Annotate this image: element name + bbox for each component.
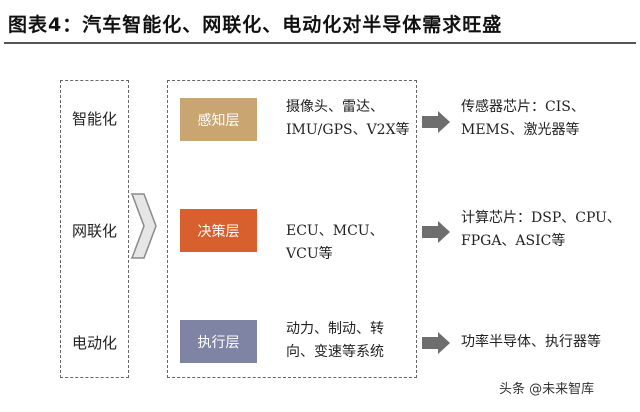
compute-chips-text: 计算芯片：DSP、CPU、 FPGA、ASIC等: [461, 210, 621, 249]
sensor-chips-text: 传感器芯片：CIS、 MEMS、激光器等: [461, 99, 585, 138]
arrow-right-icon: [422, 111, 450, 133]
execution-components: 动力、制动、转 向、变速等系统: [286, 321, 384, 360]
trend-label-intelligent: 智能化: [71, 110, 117, 128]
title-divider: [4, 42, 636, 44]
arrow-right-icon: [422, 332, 450, 354]
layer-decision: 决策层: [180, 209, 257, 252]
layer-execution-label: 执行层: [197, 334, 240, 351]
trend-label-connected: 网联化: [71, 222, 117, 240]
trends-box: [60, 80, 129, 378]
arrow-right-icon: [422, 221, 450, 243]
layer-decision-label: 决策层: [197, 223, 240, 240]
source-watermark: 头条 @未来智库: [499, 382, 595, 397]
decision-components: ECU、MCU、VCU等: [286, 223, 384, 262]
trend-label-electric: 电动化: [71, 334, 117, 352]
chevron-right-icon: [130, 193, 157, 259]
layer-perception: 感知层: [180, 98, 257, 141]
layers-box: [167, 80, 417, 378]
layer-execution: 执行层: [180, 320, 257, 363]
layer-perception-label: 感知层: [197, 112, 240, 129]
power-semiconductor-text: 功率半导体、执行器等: [461, 334, 601, 350]
perception-components: 摄像头、雷达、 IMU/GPS、V2X等: [286, 99, 410, 138]
figure-title: 图表4：汽车智能化、网联化、电动化对半导体需求旺盛: [8, 14, 503, 36]
